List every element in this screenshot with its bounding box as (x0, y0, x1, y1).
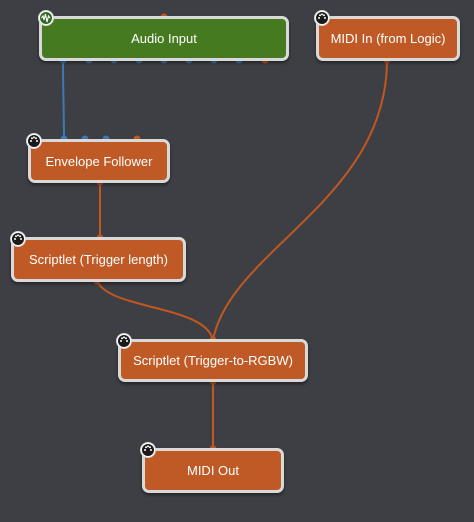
scriptlet-trigger-rgbw-node[interactable]: Scriptlet (Trigger-to-RGBW) (118, 339, 308, 382)
midi-port-icon (314, 10, 330, 26)
midi-port-icon (10, 231, 26, 247)
midi-port-icon (116, 333, 132, 349)
midi-connection-wire[interactable] (212, 59, 388, 341)
audio-input-node[interactable]: Audio Input (39, 16, 289, 61)
midi-out-node[interactable]: MIDI Out (142, 448, 284, 493)
node-label: Scriptlet (Trigger length) (29, 252, 168, 267)
node-label: MIDI In (from Logic) (330, 31, 446, 46)
scriptlet-trigger-length-node[interactable]: Scriptlet (Trigger length) (11, 237, 186, 282)
node-label: Audio Input (131, 31, 197, 46)
midi-port-icon (26, 133, 42, 149)
node-label: Envelope Follower (45, 153, 153, 169)
midi-in-node[interactable]: MIDI In (from Logic) (316, 16, 460, 61)
audio-connection-wire[interactable] (62, 59, 65, 140)
waveform-icon (38, 10, 54, 26)
envelope-follower-node[interactable]: Envelope Follower (28, 139, 170, 183)
node-label: Scriptlet (Trigger-to-RGBW) (133, 353, 293, 368)
midi-port-icon (140, 442, 156, 458)
node-label: MIDI Out (186, 463, 239, 478)
midi-connection-wire[interactable] (96, 280, 214, 341)
